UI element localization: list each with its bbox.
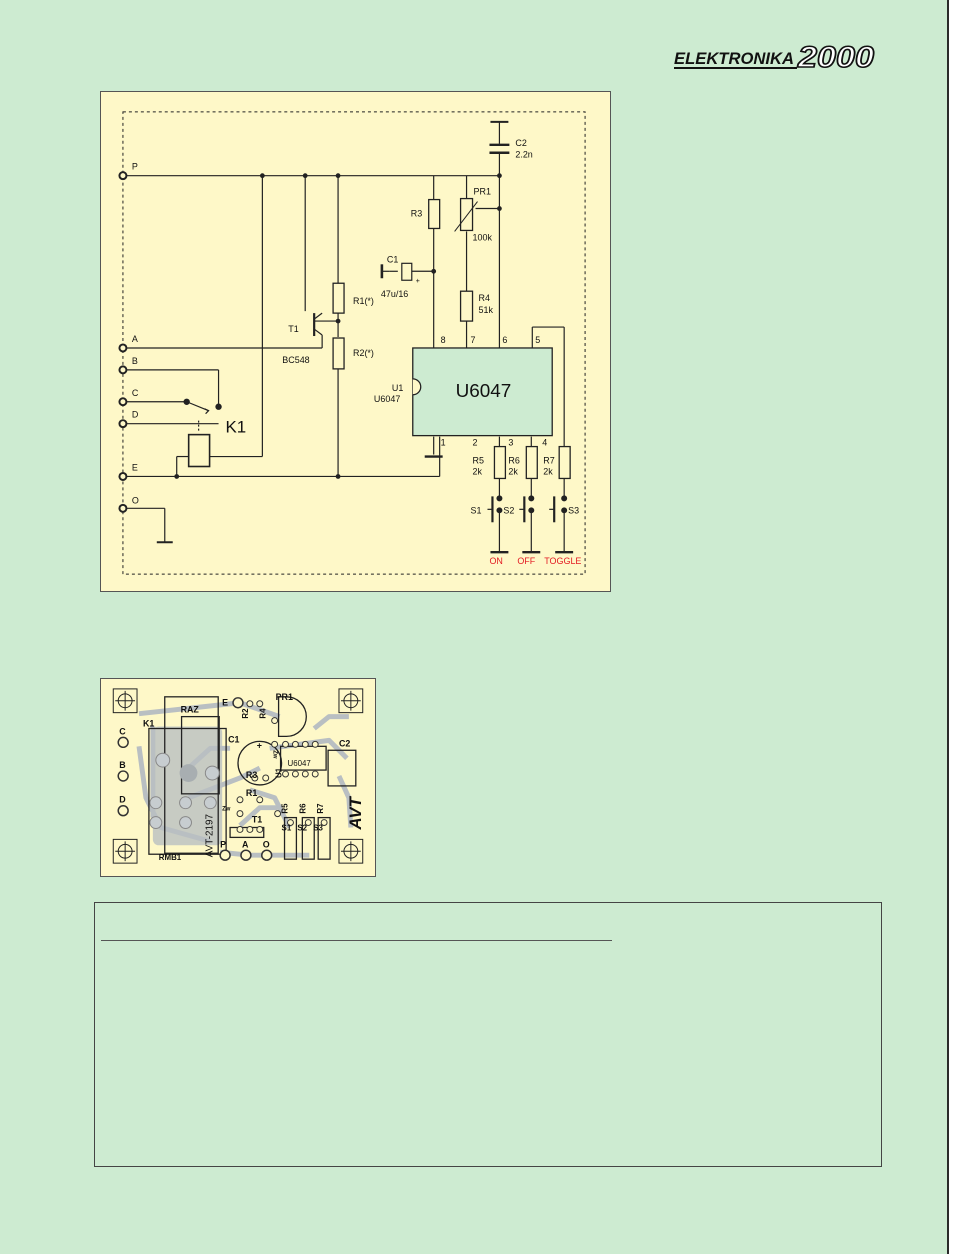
s1-ref: S1 xyxy=(471,505,482,515)
c2-value: 2.2n xyxy=(515,150,532,160)
pcb-label: R6 xyxy=(298,803,307,814)
r5-resistor xyxy=(493,445,507,480)
enclosure-outline xyxy=(122,111,586,575)
pcb-label: C2 xyxy=(339,738,350,748)
pcb-label: R7 xyxy=(316,803,325,814)
pcb-label: B xyxy=(119,760,126,770)
pin-number: 1 xyxy=(441,438,446,448)
pcb-label: E xyxy=(222,698,228,708)
r4-ref: R4 xyxy=(479,293,490,303)
c1-value: 47u/16 xyxy=(381,289,408,299)
pcb-label: R4 xyxy=(259,708,268,719)
terminal-label: E xyxy=(132,462,138,472)
r2-ref: R2(*) xyxy=(353,348,374,358)
pcb-label: P xyxy=(220,839,226,849)
r7-value: 2k xyxy=(543,466,553,476)
r5-value: 2k xyxy=(473,466,483,476)
s3-ref: S3 xyxy=(568,505,579,515)
u1-chip-label: U6047 xyxy=(456,381,512,402)
pr1-potentiometer xyxy=(459,197,474,232)
c1-ref: C1 xyxy=(387,254,398,264)
pcb-label: O xyxy=(263,839,270,849)
r4-resistor xyxy=(459,290,474,322)
logo-year: 2000 xyxy=(797,41,874,74)
pcb-label: K1 xyxy=(143,719,154,729)
page-edge-strip xyxy=(947,0,977,1254)
pcb-label: PR1 xyxy=(276,692,293,702)
elektronika-logo: ELEKTRONIKA 2000 xyxy=(674,40,875,74)
t1-ref: T1 xyxy=(288,324,298,334)
u1-value: U6047 xyxy=(374,394,400,404)
pin-number: 2 xyxy=(473,438,478,448)
pcb-layout: RAZ K1 C B D E PR1 C1 + C2 R3 R1 T1 S1 S… xyxy=(100,678,376,877)
terminal-label: P xyxy=(132,162,138,172)
pcb-label: U6047 xyxy=(287,759,310,768)
pcb-brand: AVT xyxy=(346,795,365,830)
r1-ref: R1(*) xyxy=(353,296,374,306)
pcb-label: RMB1 xyxy=(159,853,182,862)
pcb-label: RAZ xyxy=(181,705,200,715)
terminal-label: C xyxy=(132,388,139,398)
r6-value: 2k xyxy=(508,466,518,476)
r6-resistor xyxy=(525,445,538,480)
c1-polarity: + xyxy=(416,278,420,285)
logo-text: ELEKTRONIKA xyxy=(674,49,794,68)
pr1-ref: PR1 xyxy=(474,187,491,197)
pr1-value: 100k xyxy=(473,232,493,242)
button-label-off: OFF xyxy=(517,556,535,566)
pcb-label: R1 xyxy=(246,788,257,798)
s2-ref: S2 xyxy=(503,505,514,515)
pcb-label: A xyxy=(242,839,249,849)
terminal-label: A xyxy=(132,334,138,344)
pcb-label: + xyxy=(257,740,262,750)
terminal-label: O xyxy=(132,495,139,505)
pcb-label: S2 xyxy=(297,823,307,832)
r7-resistor xyxy=(558,445,571,480)
terminal-label: B xyxy=(132,356,138,366)
r7-ref: R7 xyxy=(543,456,554,466)
circuit-schematic: P A B C D E O C2 2.2n PR1 100k R3 C1 47u… xyxy=(100,91,611,592)
pcb-label: C1 xyxy=(228,734,239,744)
pcb-label: T1 xyxy=(252,815,262,825)
pin-number: 8 xyxy=(441,335,446,345)
r4-value: 51k xyxy=(479,305,494,315)
c2-ref: C2 xyxy=(515,138,526,148)
pin-number: 7 xyxy=(471,335,476,345)
r5-ref: R5 xyxy=(473,456,484,466)
pin-number: 4 xyxy=(542,438,547,448)
pcb-label: S3 xyxy=(313,823,323,832)
pcb-label: S1 xyxy=(282,823,292,832)
pcb-label: C xyxy=(119,726,126,736)
pin-number: 5 xyxy=(535,335,540,345)
info-divider xyxy=(101,940,612,941)
pcb-label: AVT-2197 xyxy=(204,814,215,857)
pin-number: 6 xyxy=(502,335,507,345)
button-label-toggle: TOGGLE xyxy=(544,556,581,566)
r6-ref: R6 xyxy=(508,456,519,466)
button-label-on: ON xyxy=(489,556,502,566)
u1-chip xyxy=(412,347,553,437)
k1-ref: K1 xyxy=(226,418,247,437)
pcb-label: U1 xyxy=(275,767,284,778)
r3-ref: R3 xyxy=(411,209,422,219)
pcb-label: R3 xyxy=(246,770,257,780)
r1-resistor xyxy=(332,282,345,314)
r3-resistor xyxy=(428,198,441,230)
u1-ref: U1 xyxy=(392,383,403,393)
pcb-label: R2 xyxy=(241,708,250,719)
pin-number: 3 xyxy=(508,438,513,448)
pcb-label: Zw xyxy=(222,807,231,813)
pcb-label: R5 xyxy=(280,803,289,814)
pcb-label: Zw xyxy=(272,750,278,759)
r2-resistor xyxy=(332,337,345,370)
t1-value: BC548 xyxy=(282,355,309,365)
terminal-label: D xyxy=(132,410,139,420)
pcb-label: D xyxy=(119,795,126,805)
info-box xyxy=(94,902,882,1167)
